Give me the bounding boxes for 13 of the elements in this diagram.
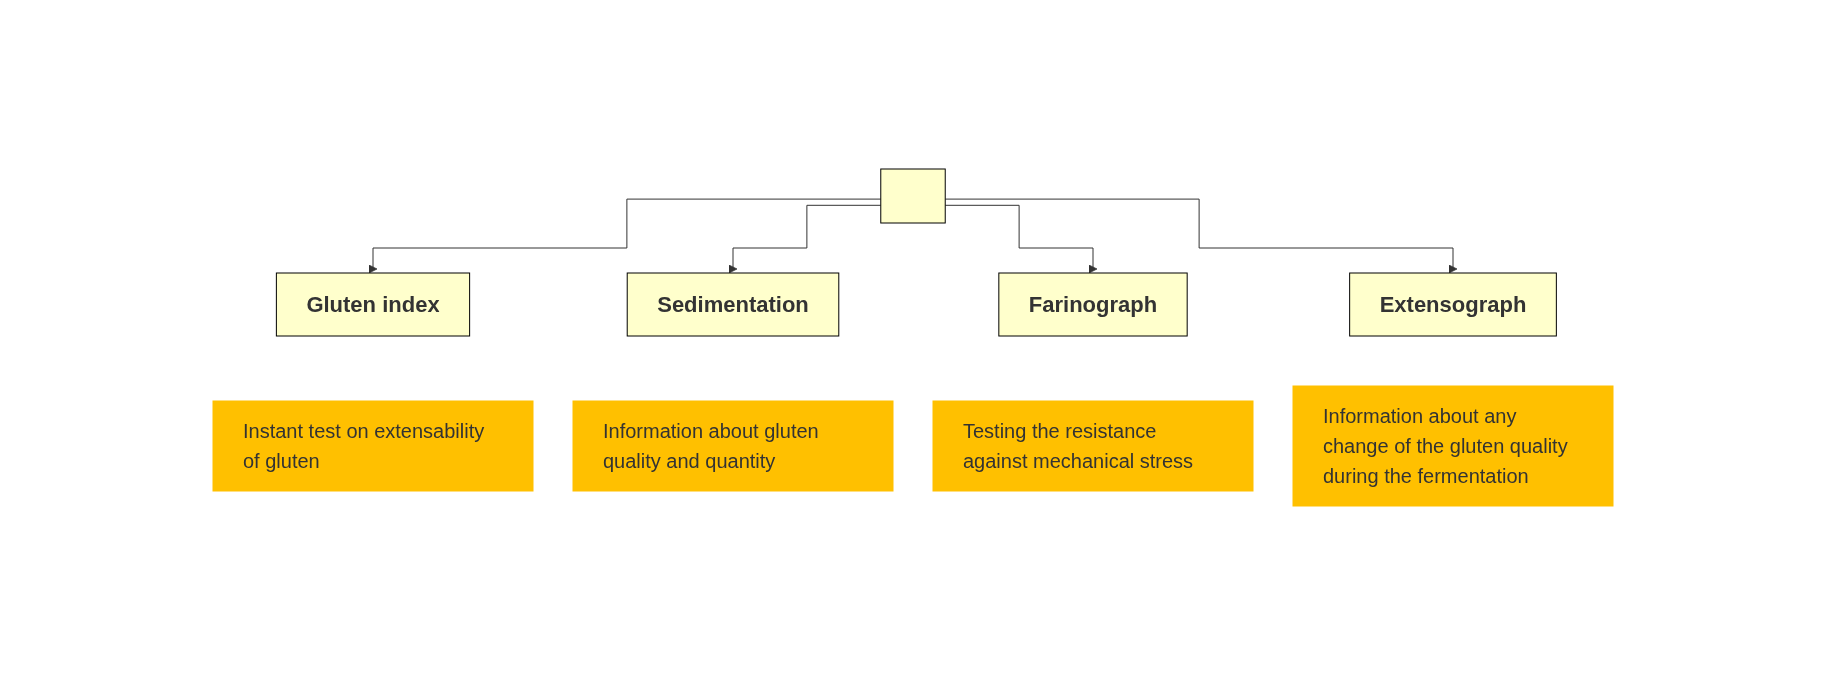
arrow: [944, 204, 1097, 274]
node-box: [879, 168, 946, 224]
arrow: [944, 198, 1457, 274]
arrow: [728, 204, 881, 274]
node-box: Information about any change of the gluten quality during the fermentation: [1292, 385, 1613, 507]
node-box: Instant test on extensability of gluten: [212, 400, 533, 492]
node-box: Testing the resistance against mechanical stress: [932, 400, 1253, 492]
arrow: [368, 198, 881, 274]
node-box: Extensograph: [1348, 272, 1557, 337]
node-box: Gluten index: [275, 272, 470, 337]
node-box: Information about gluten quality and quantity: [572, 400, 893, 492]
node-box: Sedimentation: [626, 272, 839, 337]
node-box: Farinograph: [997, 272, 1188, 337]
